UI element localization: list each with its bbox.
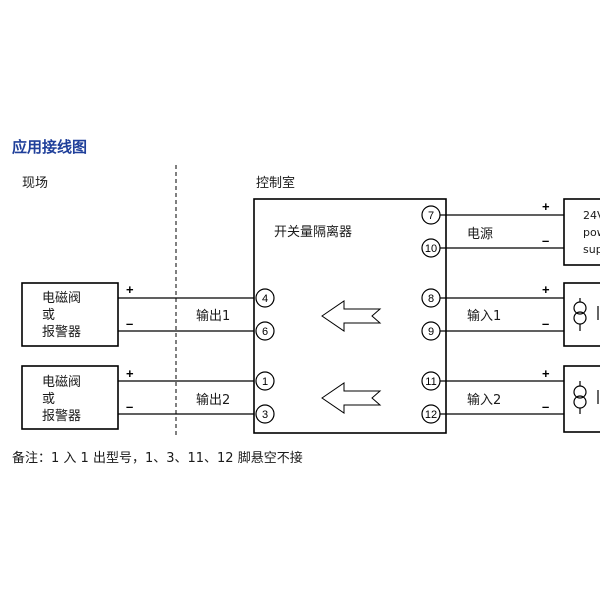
terminal-10-number: 10 <box>425 243 437 255</box>
input1-source-box <box>563 282 600 347</box>
input1-minus-sign: – <box>542 316 549 331</box>
power-supply-box <box>563 198 600 266</box>
input2-minus-sign: – <box>542 399 549 414</box>
field-device-1-line2: 或 <box>42 308 55 323</box>
power-label: 电源 <box>467 227 493 242</box>
terminal-3 <box>255 404 275 424</box>
current-source-icon <box>573 381 599 414</box>
input1-label: 输入1 <box>467 308 501 324</box>
zone-label-field: 现场 <box>22 176 48 191</box>
input2-source-box <box>563 365 600 433</box>
isolator-name: 开关量隔离器 <box>274 224 352 240</box>
footnote: 备注：1 入 1 出型号，1、3、11、12 脚悬空不接 <box>12 450 303 466</box>
terminal-12-number: 12 <box>425 409 437 421</box>
terminal-8-number: 8 <box>428 293 434 305</box>
power-supply-line3: sup <box>583 243 600 256</box>
field-device-2-line1: 电磁阀 <box>42 375 81 390</box>
field-device-1-line3: 报警器 <box>42 324 81 340</box>
output2-minus-sign: – <box>126 399 133 414</box>
power-supply-line1: 24V <box>583 209 600 222</box>
terminal-7-number: 7 <box>428 210 434 222</box>
output1-plus-sign: + <box>126 282 134 297</box>
terminal-4 <box>255 288 275 308</box>
power-plus-sign: + <box>542 199 550 214</box>
terminal-3-number: 3 <box>262 409 268 421</box>
terminal-11-number: 11 <box>425 376 436 388</box>
field-device-2-line3: 报警器 <box>42 408 81 424</box>
terminal-1 <box>255 371 275 391</box>
field-device-2 <box>21 365 119 430</box>
power-minus-sign: – <box>542 233 549 248</box>
terminal-4-number: 4 <box>262 293 268 305</box>
field-device-1-line1: 电磁阀 <box>42 291 81 306</box>
terminal-6 <box>255 321 275 341</box>
signal-arrow-left-icon <box>321 300 382 332</box>
current-source-icon <box>573 298 599 331</box>
output1-label: 输出1 <box>196 308 230 324</box>
output2-plus-sign: + <box>126 366 134 381</box>
output2-label: 输出2 <box>196 392 230 408</box>
input2-label: 输入2 <box>467 392 501 408</box>
field-device-2-line2: 或 <box>42 392 55 407</box>
terminal-9-number: 9 <box>428 326 434 338</box>
diagram-title: 应用接线图 <box>12 138 87 156</box>
input1-plus-sign: + <box>542 282 550 297</box>
terminal-1-number: 1 <box>262 376 268 388</box>
output1-minus-sign: – <box>126 316 133 331</box>
zone-label-control-room: 控制室 <box>256 175 295 191</box>
power-supply-line2: pow <box>583 226 600 239</box>
terminal-6-number: 6 <box>262 326 268 338</box>
input2-plus-sign: + <box>542 366 550 381</box>
signal-arrow-left-icon <box>321 382 382 414</box>
field-device-1 <box>21 282 119 347</box>
